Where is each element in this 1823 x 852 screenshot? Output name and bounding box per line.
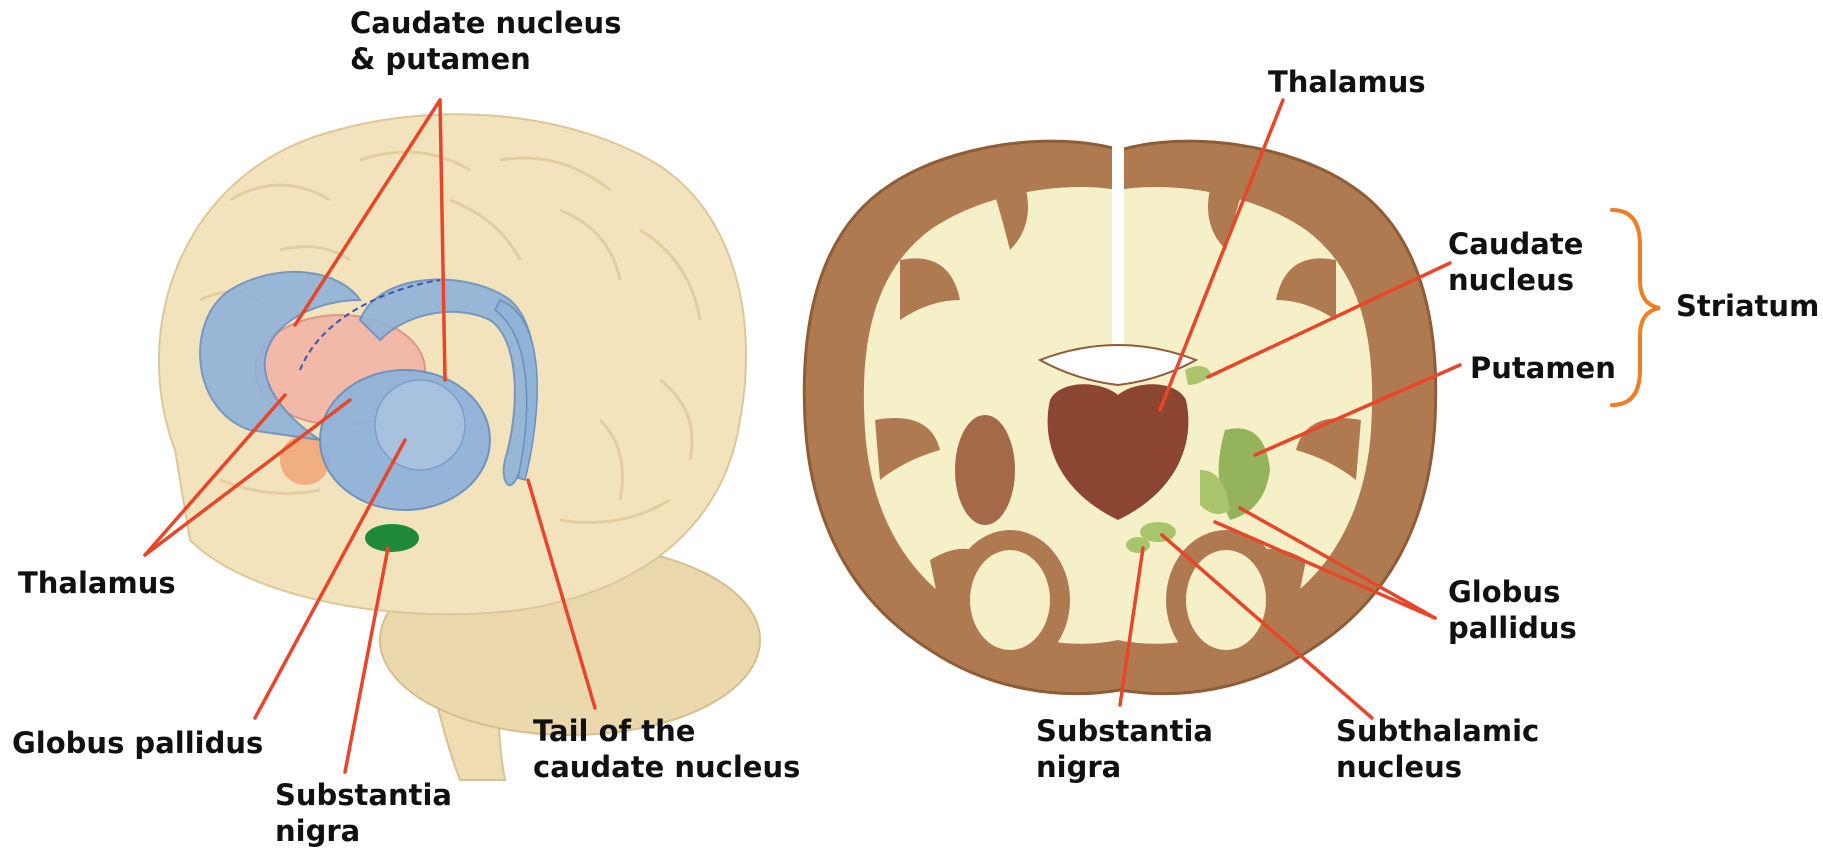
left-brain-illustration	[159, 114, 760, 780]
globus-pallidus-3d	[375, 380, 465, 470]
label-tail-caudate: Tail of the caudate nucleus	[533, 713, 800, 785]
label-substantia-nigra-left: Substantia nigra	[275, 777, 452, 849]
label-striatum: Striatum	[1676, 288, 1819, 324]
label-thalamus-left: Thalamus	[18, 565, 176, 601]
label-caudate-putamen: Caudate nucleus & putamen	[350, 5, 621, 77]
label-putamen: Putamen	[1470, 350, 1616, 386]
basal-ganglia-left	[955, 415, 1015, 525]
striatum-bracket	[1612, 210, 1660, 405]
label-substantia-nigra-right: Substantia nigra	[1036, 713, 1213, 785]
label-globus-pallidus-right: Globus pallidus	[1448, 574, 1577, 646]
longitudinal-fissure	[1112, 145, 1124, 345]
substantia-nigra-coronal	[1126, 537, 1150, 553]
substantia-nigra-3d	[365, 524, 419, 552]
label-thalamus-right: Thalamus	[1268, 64, 1426, 100]
label-subthalamic-nucleus: Subthalamic nucleus	[1336, 713, 1539, 785]
label-globus-pallidus-left: Globus pallidus	[12, 725, 263, 761]
label-caudate-nucleus: Caudate nucleus	[1448, 226, 1583, 298]
